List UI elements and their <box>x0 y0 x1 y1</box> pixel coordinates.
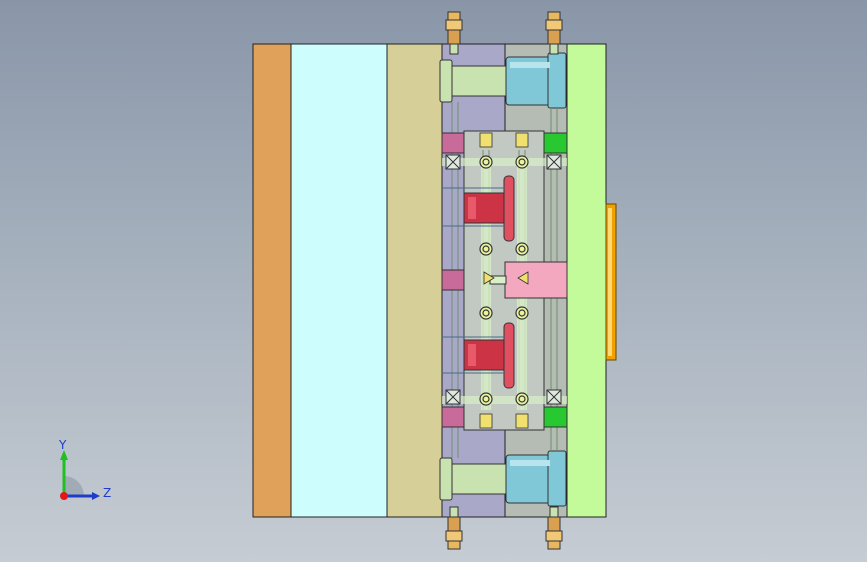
stop-block-3[interactable] <box>543 406 568 428</box>
water-fitting-top-right[interactable] <box>545 11 563 55</box>
water-fitting-top-left[interactable] <box>445 11 463 55</box>
support-pin-3[interactable] <box>441 406 465 428</box>
sprue-bush[interactable] <box>504 261 568 299</box>
stop-block-1[interactable] <box>543 132 568 154</box>
support-plate[interactable] <box>386 43 443 518</box>
triad-graphic <box>60 450 100 500</box>
gate-markers <box>479 132 529 429</box>
top-clamp-plate[interactable] <box>566 43 607 518</box>
cross-channels <box>442 187 505 374</box>
clamp-plate[interactable] <box>252 43 292 518</box>
guide-pillar-top[interactable] <box>443 65 507 97</box>
triad-y-label: Y <box>59 438 67 452</box>
water-fitting-bottom-right[interactable] <box>545 506 563 550</box>
triad-z-label: Z <box>103 486 112 500</box>
view-orientation-triad[interactable]: Y Z <box>50 438 120 510</box>
insert-lower[interactable] <box>463 322 515 389</box>
guide-pillar-bottom[interactable] <box>443 463 507 495</box>
support-pin-1[interactable] <box>441 132 465 154</box>
screw-markers <box>445 154 562 405</box>
insert-upper[interactable] <box>463 175 515 242</box>
ejector-pins[interactable] <box>479 155 529 406</box>
water-fitting-bottom-left[interactable] <box>445 506 463 550</box>
spacer-block[interactable] <box>290 43 388 518</box>
support-pin-2[interactable] <box>441 269 465 291</box>
